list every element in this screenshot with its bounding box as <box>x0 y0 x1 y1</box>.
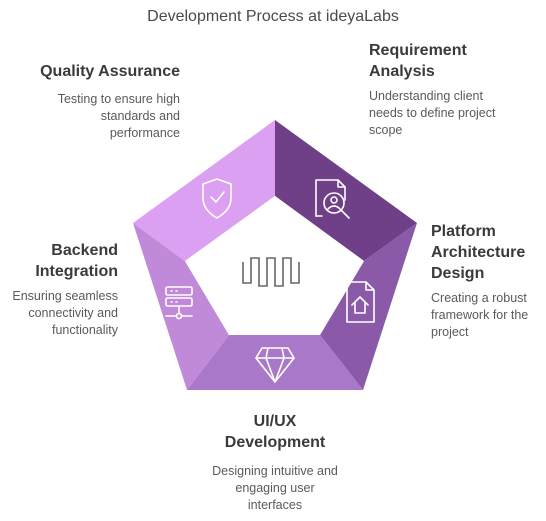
stage-desc-line: Understanding client <box>369 89 483 103</box>
stage-title-line: Integration <box>35 263 118 280</box>
shield-check-icon <box>202 178 232 219</box>
stage-title-uiux: UI/UX Development <box>172 411 378 453</box>
stage-desc-quality: Testing to ensure high standards and per… <box>12 91 180 142</box>
stage-title-line: Design <box>431 265 485 282</box>
stage-desc-line: interfaces <box>247 498 303 512</box>
stage-desc-platform: Creating a robust framework for the proj… <box>431 290 543 341</box>
stage-backend-label: Backend Integration Ensuring seamless co… <box>4 240 118 339</box>
stage-requirement-label: Requirement Analysis Understanding clien… <box>369 40 539 139</box>
stage-title-platform: Platform Architecture Design <box>431 221 543 284</box>
stage-title-line: Platform <box>431 223 496 240</box>
waveform-icon <box>242 257 300 287</box>
stage-desc-line: engaging user <box>235 481 315 495</box>
stage-quality-label: Quality Assurance Testing to ensure high… <box>12 61 180 142</box>
stage-title-line: Analysis <box>369 63 435 80</box>
stage-platform-label: Platform Architecture Design Creating a … <box>431 221 543 341</box>
segment-uiux[interactable] <box>187 335 363 390</box>
stage-title-line: Architecture <box>431 244 526 261</box>
segment-platform[interactable] <box>320 223 417 390</box>
stage-title-quality: Quality Assurance <box>12 61 180 82</box>
stage-desc-line: Testing to ensure high <box>57 92 180 106</box>
stage-desc-line: Ensuring seamless <box>12 289 118 303</box>
stage-desc-line: scope <box>369 123 403 137</box>
stage-title-line: Development <box>224 434 326 451</box>
diamond-icon <box>255 347 295 383</box>
segment-quality[interactable] <box>133 120 275 261</box>
stage-title-backend: Backend Integration <box>4 240 118 282</box>
stage-desc-line: Designing intuitive and <box>212 464 338 478</box>
stage-title-line: UI/UX <box>253 413 297 430</box>
stage-title-requirement: Requirement Analysis <box>369 40 539 82</box>
stage-title-line: Requirement <box>369 42 467 59</box>
stage-desc-line: needs to define project <box>369 106 496 120</box>
stage-desc-line: Creating a robust <box>431 291 527 305</box>
stage-desc-requirement: Understanding client needs to define pro… <box>369 88 539 139</box>
stage-desc-line: connectivity and <box>28 306 118 320</box>
stage-desc-line: standards and <box>100 109 180 123</box>
server-icon <box>165 286 193 320</box>
stage-desc-line: project <box>431 325 469 339</box>
home-document-icon <box>346 281 375 323</box>
segment-requirement[interactable] <box>275 120 417 261</box>
diagram-title: Development Process at ideyaLabs <box>147 8 399 25</box>
stage-title-line: Backend <box>51 242 118 259</box>
stage-desc-uiux: Designing intuitive and engaging user in… <box>172 463 378 514</box>
document-search-icon <box>315 179 350 219</box>
stage-desc-line: functionality <box>51 323 118 337</box>
stage-desc-line: framework for the <box>431 308 529 322</box>
stage-title-line: Quality Assurance <box>40 63 180 80</box>
stage-uiux-label: UI/UX Development Designing intuitive an… <box>172 411 378 514</box>
stage-desc-backend: Ensuring seamless connectivity and funct… <box>4 288 118 339</box>
stage-desc-line: performance <box>109 126 180 140</box>
